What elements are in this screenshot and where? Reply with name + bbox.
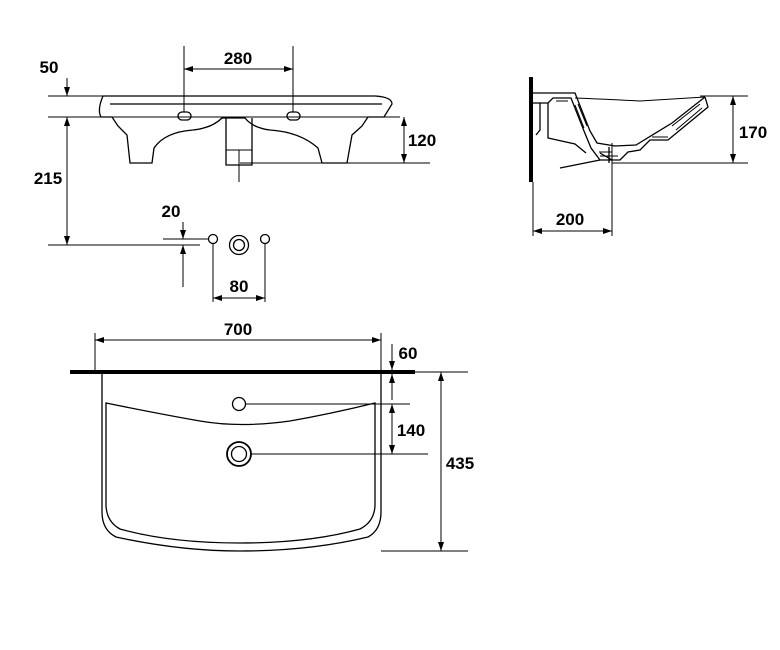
dim-tap-to-drain: 140 [397,421,425,440]
tap-hole-left [177,111,192,121]
dim-top-depth: 50 [40,58,59,77]
dim-wall-gap: 60 [399,344,418,363]
side-view: 170 200 [529,77,767,236]
plan-tap-hole [231,396,247,412]
front-view: 280 50 215 120 20 80 [34,46,436,302]
dim-height-total: 215 [34,169,62,188]
dim-side-height: 170 [739,123,767,142]
dim-bowl-height: 120 [408,131,436,150]
plan-view: 700 60 140 435 [70,320,474,552]
dim-pipe-offset: 20 [162,202,181,221]
dim-tap-spacing: 280 [224,49,252,68]
tap-hole-right [286,111,301,121]
wall-line [70,370,415,374]
plan-drain [226,441,252,467]
dim-side-depth: 200 [556,210,584,229]
wall [529,77,533,182]
dim-width: 700 [224,320,252,339]
dim-depth: 435 [446,454,474,473]
dim-pipe-spacing: 80 [230,277,249,296]
